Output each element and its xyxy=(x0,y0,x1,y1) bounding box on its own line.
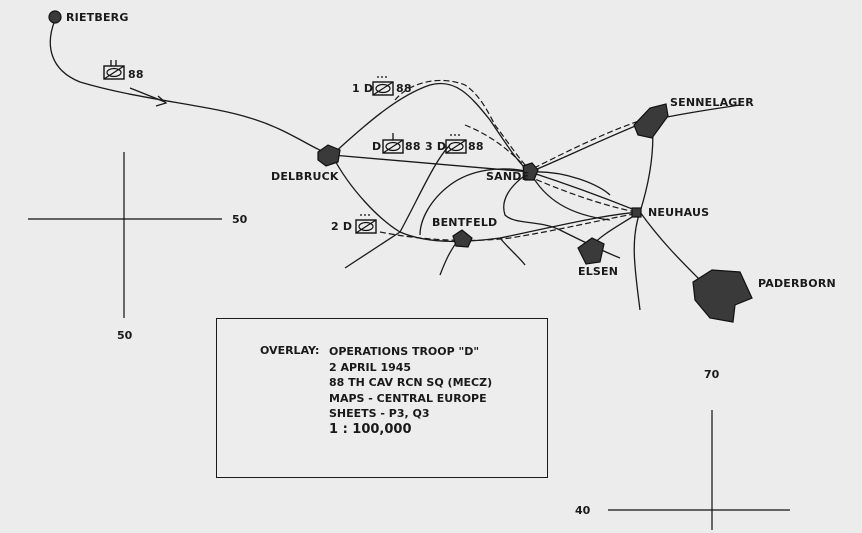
legend-title: OPERATIONS TROOP "D" xyxy=(329,345,480,358)
unit-prefix-second-platoon: 2 D xyxy=(331,220,352,233)
town-paderborn xyxy=(692,269,753,323)
legend-text: OPERATIONS TROOP "D" 2 APRIL 1945 88 TH … xyxy=(329,344,492,437)
grid-label-east-northing: 40 xyxy=(575,504,591,517)
place-label-sennelager: SENNELAGER xyxy=(670,96,754,109)
legend-unit: 88 TH CAV RCN SQ (MECZ) xyxy=(329,376,493,389)
town-sennelager xyxy=(633,103,669,139)
unit-suffix-first-platoon: 88 xyxy=(396,82,412,95)
unit-symbol-start xyxy=(103,60,125,80)
grid-cross-east xyxy=(608,410,790,530)
legend-date: 2 APRIL 1945 xyxy=(329,360,412,374)
grid-label-west-northing: 50 xyxy=(117,329,133,342)
unit-suffix-troop: 88 xyxy=(405,140,421,153)
place-label-bentfeld: BENTFELD xyxy=(432,216,497,229)
town-rietberg xyxy=(48,10,62,24)
town-neuhaus xyxy=(631,207,642,218)
advance-arrow xyxy=(129,87,168,107)
grid-cross-west xyxy=(28,152,222,318)
town-elsen xyxy=(577,237,605,265)
town-delbruck xyxy=(317,144,341,167)
unit-symbol-troop xyxy=(382,133,404,154)
town-sande xyxy=(522,162,539,181)
legend-sheets: SHEETS - P3, Q3 xyxy=(329,407,430,420)
unit-routes xyxy=(379,79,649,242)
place-label-neuhaus: NEUHAUS xyxy=(648,206,709,219)
unit-suffix-third-platoon: 88 xyxy=(468,140,484,153)
unit-prefix-first-platoon: 1 D xyxy=(352,82,373,95)
unit-symbol-second-platoon xyxy=(355,214,377,234)
advance-route xyxy=(49,19,333,156)
place-label-rietberg: RIETBERG xyxy=(66,11,129,24)
grid-label-west-easting: 50 xyxy=(232,213,248,226)
unit-symbol-first-platoon xyxy=(372,76,394,96)
place-label-sande: SANDE xyxy=(486,170,529,183)
town-bentfeld xyxy=(452,229,473,248)
road-network xyxy=(331,82,741,311)
place-label-delbruck: DELBRUCK xyxy=(271,170,339,183)
place-label-paderborn: PADERBORN xyxy=(758,277,836,290)
legend-scale: 1 : 100,000 xyxy=(329,421,412,437)
unit-label-start: 88 xyxy=(128,68,144,81)
overlay-legend-box xyxy=(216,318,548,478)
place-label-elsen: ELSEN xyxy=(578,265,618,278)
legend-key: OVERLAY: xyxy=(260,344,320,357)
unit-symbol-third-platoon xyxy=(445,134,467,154)
unit-prefix-third-platoon: 3 D xyxy=(425,140,446,153)
unit-prefix-troop: D xyxy=(372,140,381,153)
grid-label-east-easting: 70 xyxy=(704,368,720,381)
legend-maps: MAPS - CENTRAL EUROPE xyxy=(329,391,487,405)
